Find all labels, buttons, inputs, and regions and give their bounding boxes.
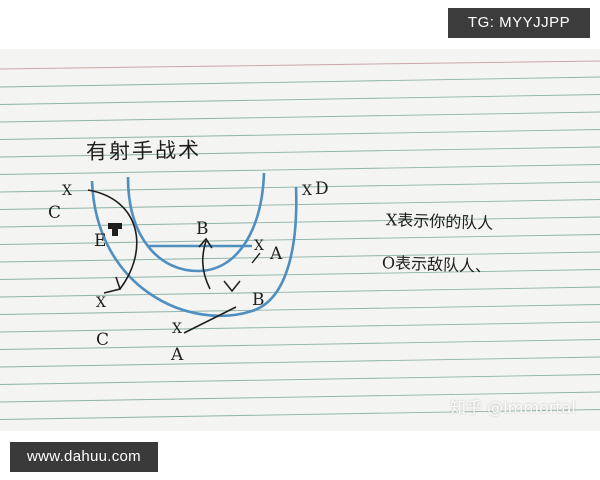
c-arrowhead xyxy=(103,276,122,294)
site-watermark-badge: www.dahuu.com xyxy=(10,442,158,472)
tg-watermark-badge: TG: MYYJJPP xyxy=(448,8,590,38)
label-x-a-top: X xyxy=(254,238,264,254)
y-mark xyxy=(223,280,241,293)
ruled-line xyxy=(0,199,600,210)
a-movement-path xyxy=(183,306,237,334)
legend-o-meaning: O表示敌队人、 xyxy=(381,253,492,276)
outer-court-arc xyxy=(90,180,298,318)
zhihu-watermark: 知乎 @Immortal xyxy=(450,398,576,417)
label-b-low: B xyxy=(252,290,265,310)
legend-x-meaning: X表示你的队人 xyxy=(385,210,494,233)
ruled-line xyxy=(0,391,600,403)
label-a-bottom: A xyxy=(171,345,184,365)
ruled-line xyxy=(0,76,600,88)
ruled-line xyxy=(0,111,600,123)
notebook-photo: 有射手战术 C X E B X A X D B X C X A X表示你的队人 … xyxy=(0,49,600,431)
label-x-c-top: X xyxy=(62,183,72,199)
label-c-top: C xyxy=(48,203,62,223)
ruled-line xyxy=(0,321,600,333)
ruled-line xyxy=(0,409,600,420)
ruled-line xyxy=(0,286,600,298)
a-top-stroke xyxy=(251,252,261,264)
ruled-line xyxy=(0,374,600,385)
c-movement-path xyxy=(87,189,138,290)
ruled-line xyxy=(0,251,600,263)
gun-icon xyxy=(108,223,122,236)
label-a-right: A xyxy=(270,244,283,264)
b-arrowhead xyxy=(198,237,213,249)
ruled-line xyxy=(0,339,600,350)
ruled-line xyxy=(0,304,600,315)
ruled-line xyxy=(0,181,600,193)
ruled-line xyxy=(0,94,600,105)
margin-line xyxy=(0,60,600,70)
ruled-line xyxy=(0,129,600,140)
ruled-line xyxy=(0,146,600,158)
ruled-line xyxy=(0,234,600,245)
ruled-line xyxy=(0,269,600,280)
label-x-c-bottom: X xyxy=(96,295,106,311)
label-b-mid: B xyxy=(196,219,209,239)
ruled-line xyxy=(0,216,600,228)
label-x-d: X xyxy=(302,183,312,199)
label-x-a-bottom: X xyxy=(172,321,182,337)
b-movement-path xyxy=(201,240,211,290)
ruled-lines xyxy=(0,60,600,420)
label-e: E xyxy=(94,231,107,251)
notebook-drawing xyxy=(0,60,600,420)
ruled-line xyxy=(0,356,600,368)
label-c-bottom: C xyxy=(96,330,110,350)
inner-court-arc xyxy=(126,172,266,273)
note-title: 有射手战术 xyxy=(85,137,202,165)
label-d: D xyxy=(315,179,329,199)
ruled-line xyxy=(0,164,600,175)
